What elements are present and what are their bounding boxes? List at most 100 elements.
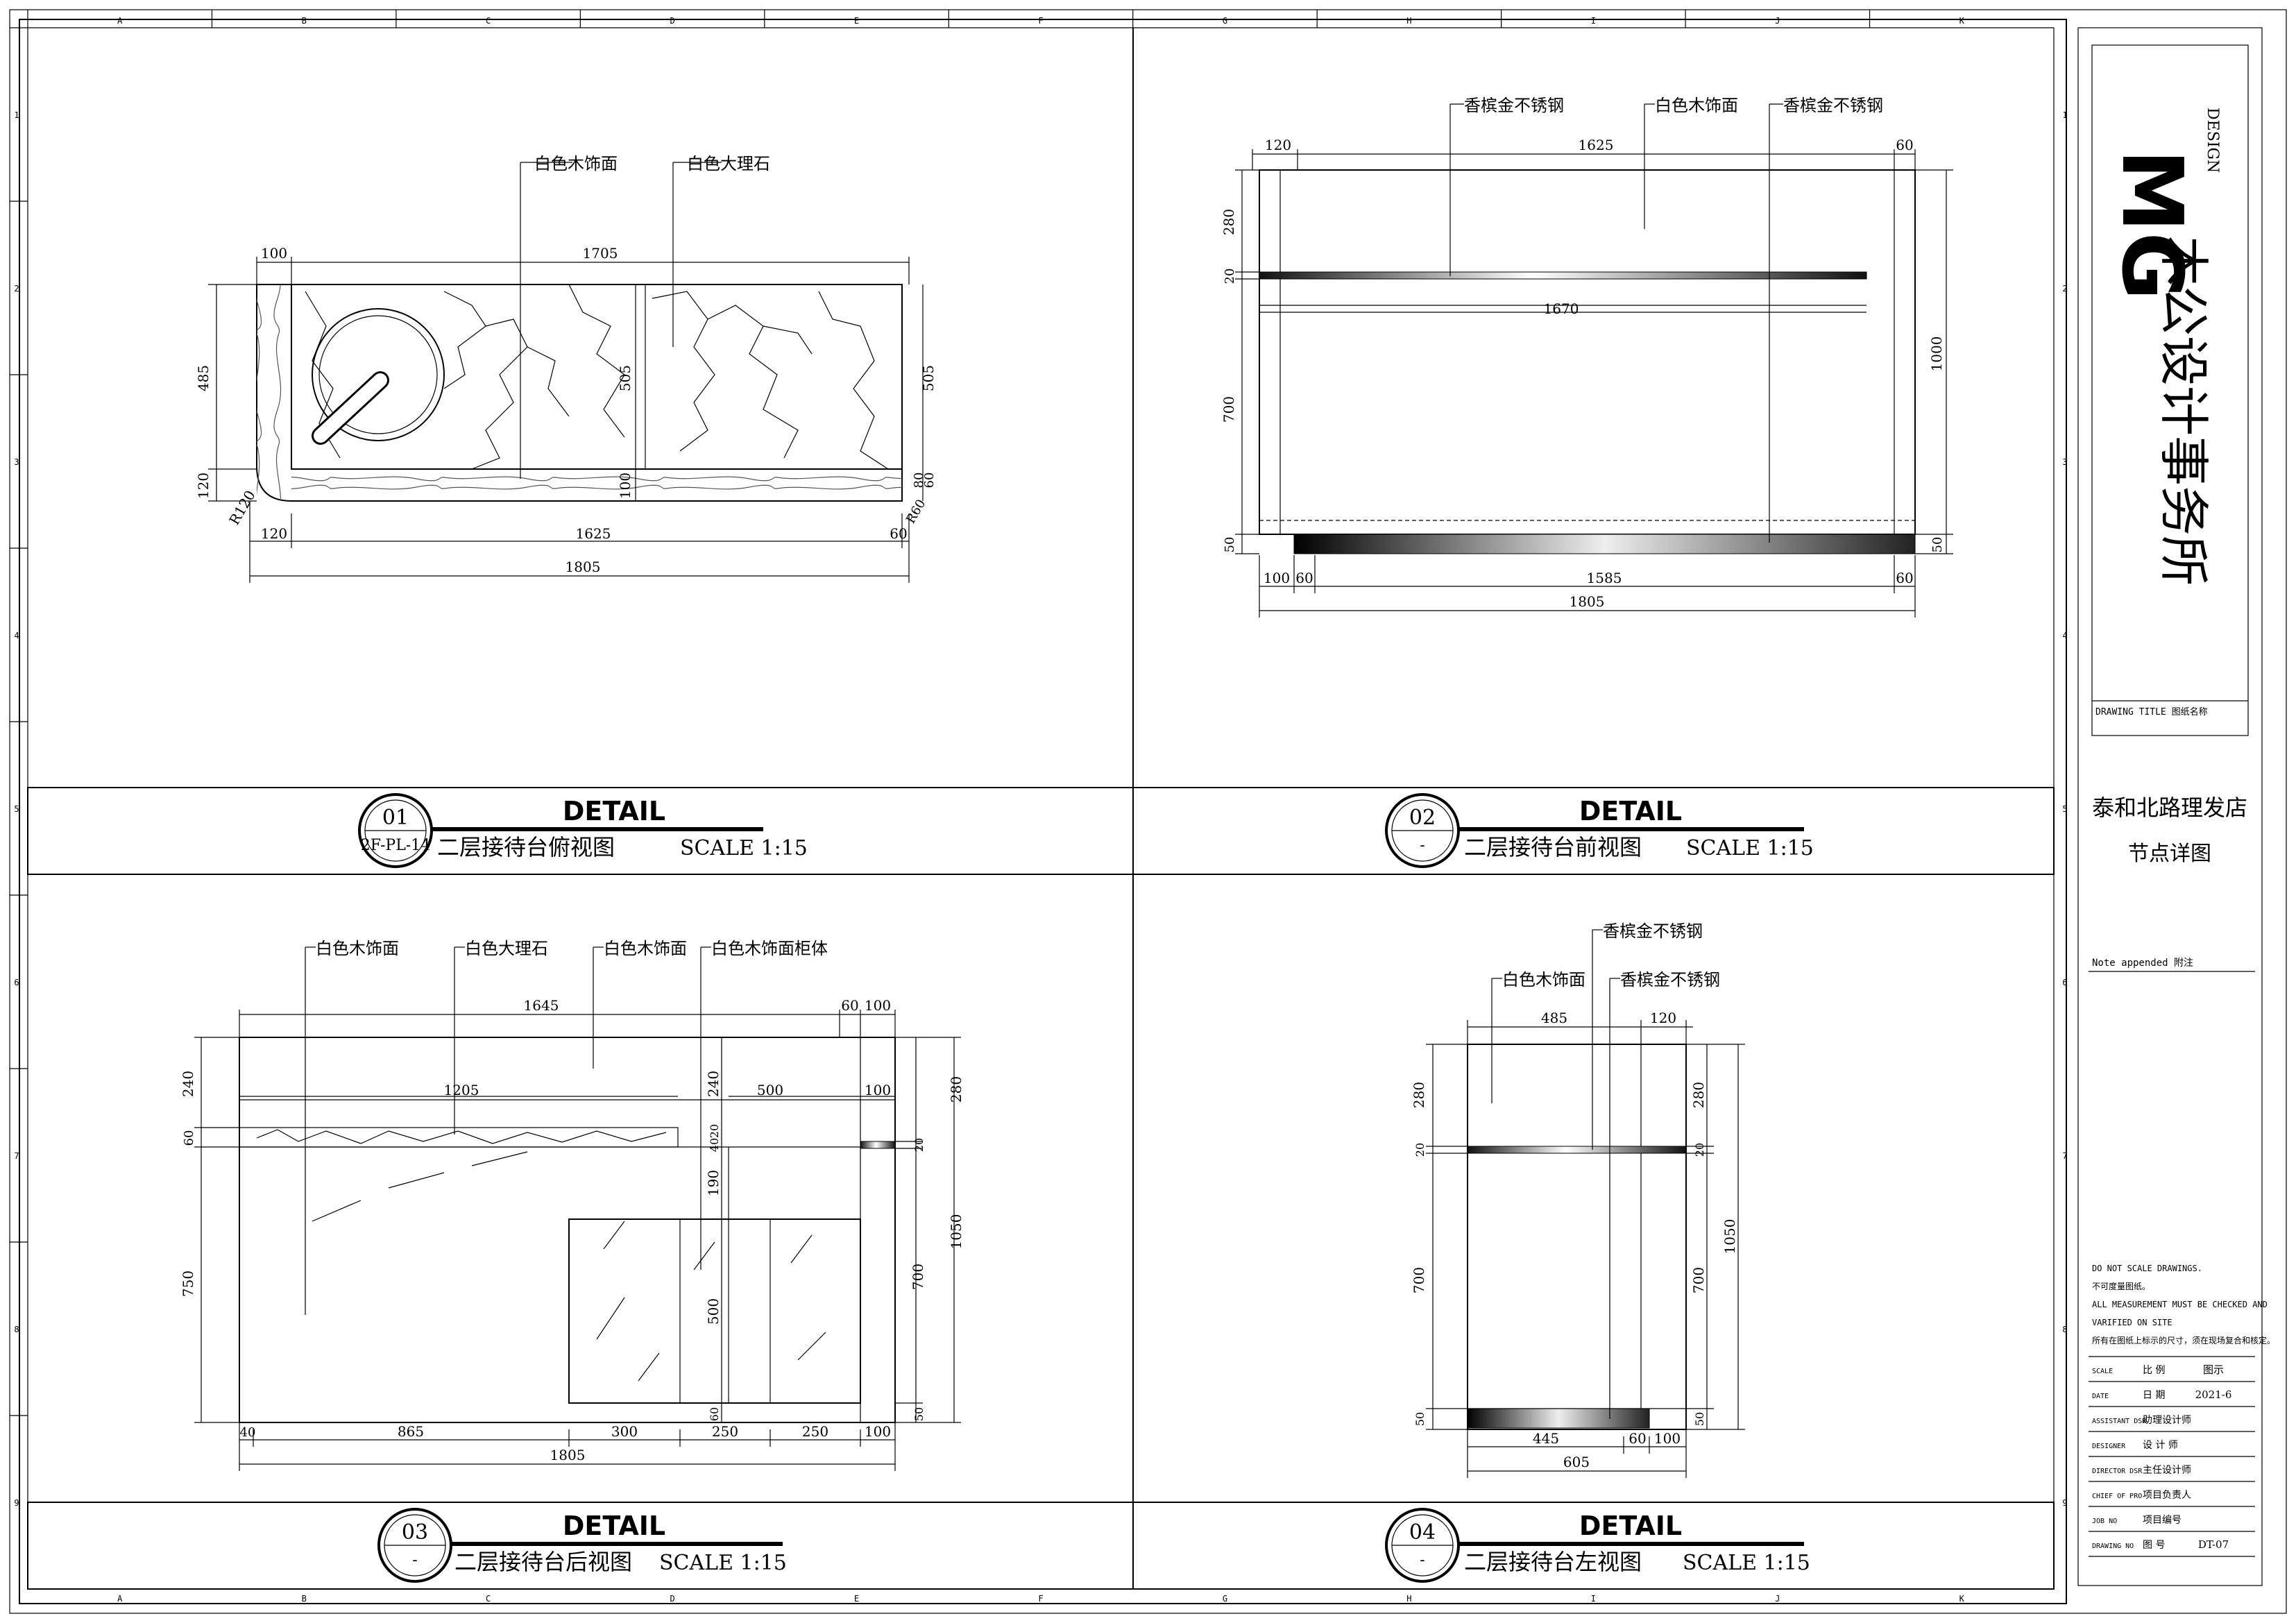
view-02-sheet-ref: -	[1420, 837, 1425, 854]
field-en-label: ASSISTANT DSR	[2092, 1418, 2147, 1425]
dim-v1-right-c: 80	[912, 473, 926, 488]
view-04-number: 04	[1409, 1520, 1436, 1545]
grid-col-label-top: C	[486, 16, 491, 26]
dim-v3-bot-b: 865	[398, 1423, 424, 1440]
dim-v3-left-a: 240	[180, 1071, 196, 1097]
field-cn-label: 项目编号	[2143, 1515, 2182, 1526]
grid-row-label-left: 8	[14, 1325, 19, 1334]
drawing-title-label: DRAWING TITLE 图纸名称	[2095, 706, 2208, 717]
drawing-frame	[19, 19, 2067, 1604]
dim-v2-bot-d: 60	[1896, 570, 1913, 586]
view-02-title-bar: 02 - DETAIL 二层接待台前视图 SCALE 1:15	[1132, 787, 2055, 875]
dim-v3-right-b: 20	[912, 1138, 926, 1152]
grid-col-label-top: D	[670, 16, 674, 26]
dim-v2-left-c: 700	[1221, 396, 1237, 423]
dim-v4-top-b: 120	[1650, 1010, 1676, 1026]
label-v1-marble: 白色大理石	[687, 154, 770, 173]
dim-v4-bot-c: 100	[1654, 1430, 1681, 1447]
grid-row-label-right: 9	[2062, 1498, 2067, 1508]
view-04-detail: DETAIL	[1579, 1511, 1682, 1541]
dim-v3-mid-d: 190	[705, 1170, 722, 1196]
view-03-title-bar: 03 - DETAIL 二层接待台后视图 SCALE 1:15	[27, 1502, 1134, 1590]
dim-v3-right-c: 700	[910, 1264, 926, 1290]
dim-v3-bot-e: 250	[802, 1423, 828, 1440]
label-v2-steel-top: 香槟金不锈钢	[1464, 96, 1564, 115]
dim-v2-bot-total: 1805	[1570, 593, 1605, 610]
field-cn-label: 比 例	[2143, 1365, 2165, 1376]
grid-col-label-bottom: J	[1775, 1594, 1780, 1604]
grid-row-label-right: 7	[2062, 1151, 2067, 1161]
dim-v4-bot-a: 445	[1533, 1430, 1559, 1447]
grid-col-label-bottom: C	[486, 1594, 491, 1604]
dim-v3-mid-f: 60	[708, 1407, 721, 1421]
view-01-detail: DETAIL	[563, 796, 665, 826]
view-02-name: 二层接待台前视图	[1464, 834, 1642, 860]
dim-v1-top-a: 100	[261, 245, 287, 262]
field-cn-label: 图 号	[2143, 1540, 2165, 1551]
dim-v1-bot-total: 1805	[566, 559, 601, 575]
dim-v3-top-c: 100	[865, 997, 891, 1014]
field-cn-label: 助理设计师	[2143, 1415, 2191, 1426]
view-04-scale: SCALE 1:15	[1683, 1551, 1810, 1575]
field-en-label: DESIGNER	[2092, 1443, 2126, 1450]
field-value: DT-07	[2198, 1538, 2229, 1551]
grid-col-label-bottom: D	[670, 1594, 674, 1604]
field-en-label: JOB NO	[2092, 1518, 2117, 1525]
dim-v4-right-e: 50	[1693, 1412, 1706, 1426]
view-03-sheet-ref: -	[412, 1552, 417, 1569]
field-cn-label: 日 期	[2143, 1390, 2165, 1401]
title-block: MG DESIGN 木公设计事务所 DRAWING TITLE 图纸名称 泰和北…	[2077, 27, 2275, 1586]
grid-col-label-top: G	[1223, 16, 1227, 26]
grid-col-label-top: H	[1406, 16, 1411, 26]
grid-col-label-bottom: A	[117, 1594, 123, 1604]
dim-v3-left-c: 750	[180, 1271, 196, 1297]
field-en-label: SCALE	[2092, 1368, 2113, 1375]
view-04-title-bar: 04 - DETAIL 二层接待台左视图 SCALE 1:15	[1132, 1502, 2055, 1590]
dim-v2-inner: 1670	[1544, 300, 1579, 317]
grid-row-label-left: 3	[14, 457, 19, 467]
dim-v3-bot-d: 250	[712, 1423, 738, 1440]
studio-logo-sub: DESIGN	[2204, 108, 2221, 173]
dim-v2-bot-a: 100	[1264, 570, 1290, 586]
view-01-plan: 100 1705 485 120 R120 505 100 505 60 80 …	[195, 154, 937, 583]
dim-v2-bot-b: 60	[1295, 570, 1313, 586]
dim-v3-bot-a: 40	[240, 1425, 256, 1440]
dim-v2-left-b: 20	[1223, 269, 1237, 284]
dim-v3-mid-c: 40	[708, 1138, 721, 1152]
note-line-1: DO NOT SCALE DRAWINGS.	[2092, 1264, 2202, 1273]
label-v3-wood-2: 白色木饰面	[604, 939, 687, 958]
dim-v1-mid-b: 100	[617, 473, 633, 499]
field-en-label: CHIEF OF PRO	[2092, 1493, 2142, 1500]
studio-logo: MG	[2103, 149, 2200, 300]
dim-v1-left-a: 485	[195, 365, 212, 391]
view-04-left-elevation: 485 120 280 20 700 50 280 20 700 1050 50…	[1411, 921, 1745, 1478]
grid-col-label-top: I	[1591, 16, 1596, 26]
outer-frame	[9, 9, 2287, 1614]
grid-row-label-left: 9	[14, 1498, 19, 1508]
view-03-detail: DETAIL	[563, 1511, 665, 1541]
grid-col-label-bottom: B	[302, 1594, 307, 1604]
dim-v1-bot-b: 1625	[576, 525, 611, 542]
dim-v1-right-a: 505	[920, 365, 937, 391]
grid-col-label-top: B	[302, 16, 307, 26]
view-03-back-elevation: 1645 60 100 1205 500 100 240 60 750 240 …	[180, 939, 964, 1471]
dim-v4-right-b: 20	[1693, 1143, 1706, 1157]
view-03-number: 03	[402, 1520, 428, 1545]
dim-v1-mid-a: 505	[617, 365, 633, 391]
dim-v3-inner-b: 500	[757, 1082, 783, 1098]
project-name: 泰和北路理发店	[2092, 794, 2247, 821]
note-line-3: ALL MEASUREMENT MUST BE CHECKED AND	[2092, 1300, 2268, 1309]
grid-row-label-right: 1	[2062, 110, 2067, 120]
drawing-name: 节点详图	[2128, 842, 2211, 866]
field-en-label: DIRECTOR DSR	[2092, 1468, 2143, 1475]
dim-v3-mid-b: 20	[708, 1124, 721, 1138]
grid-col-label-top: K	[1959, 16, 1965, 26]
dim-v3-inner-a: 1205	[444, 1082, 479, 1098]
dim-v1-left-b: 120	[195, 473, 212, 499]
label-v1-wood: 白色木饰面	[534, 154, 618, 173]
dim-v3-top-a: 1645	[524, 997, 559, 1014]
dim-v3-right-a: 280	[948, 1076, 964, 1103]
dim-v4-right-d: 1050	[1721, 1219, 1738, 1255]
dim-v2-bot-c: 1585	[1587, 570, 1622, 586]
